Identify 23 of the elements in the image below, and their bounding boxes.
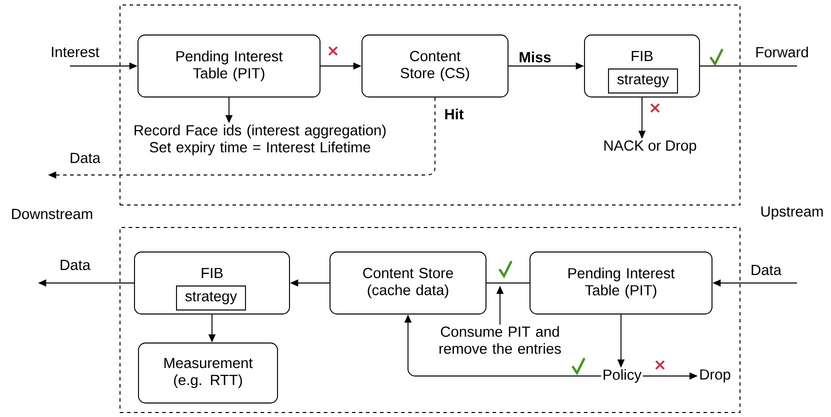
process-box: Pending Interest Table (PIT) [138,34,320,98]
process-box: Content Store (CS) [362,34,508,98]
process-box: Pending Interest Table (PIT) [530,252,712,314]
edge-label: Miss [518,50,552,64]
text-label: Data [70,152,100,164]
text-label: Upstream [761,206,823,220]
edge-label: Interest [49,46,101,58]
node-text: NACK or Drop [604,140,696,154]
node-text: Consume PIT and remove the entries [440,326,561,354]
strategy-box: strategy [176,286,246,310]
text-label: Downstream [12,208,92,220]
node-text: Record Face ids (interest aggregation) Set expiry time = Interest Lifetime [134,124,386,156]
node-text: Drop [700,369,730,383]
process-box: Measurement (e.g. RTT) [138,342,278,404]
dashed-frame [120,227,740,413]
process-box: Content Store (cache data) [330,252,486,314]
dashed-frame [120,4,740,206]
edge-label: Hit [443,107,465,121]
node-text: Policy [604,369,642,383]
strategy-box: strategy [608,68,678,94]
edge-label: Data [58,258,92,272]
edge-label: Data [749,264,783,276]
edge-label: Forward [754,45,810,59]
